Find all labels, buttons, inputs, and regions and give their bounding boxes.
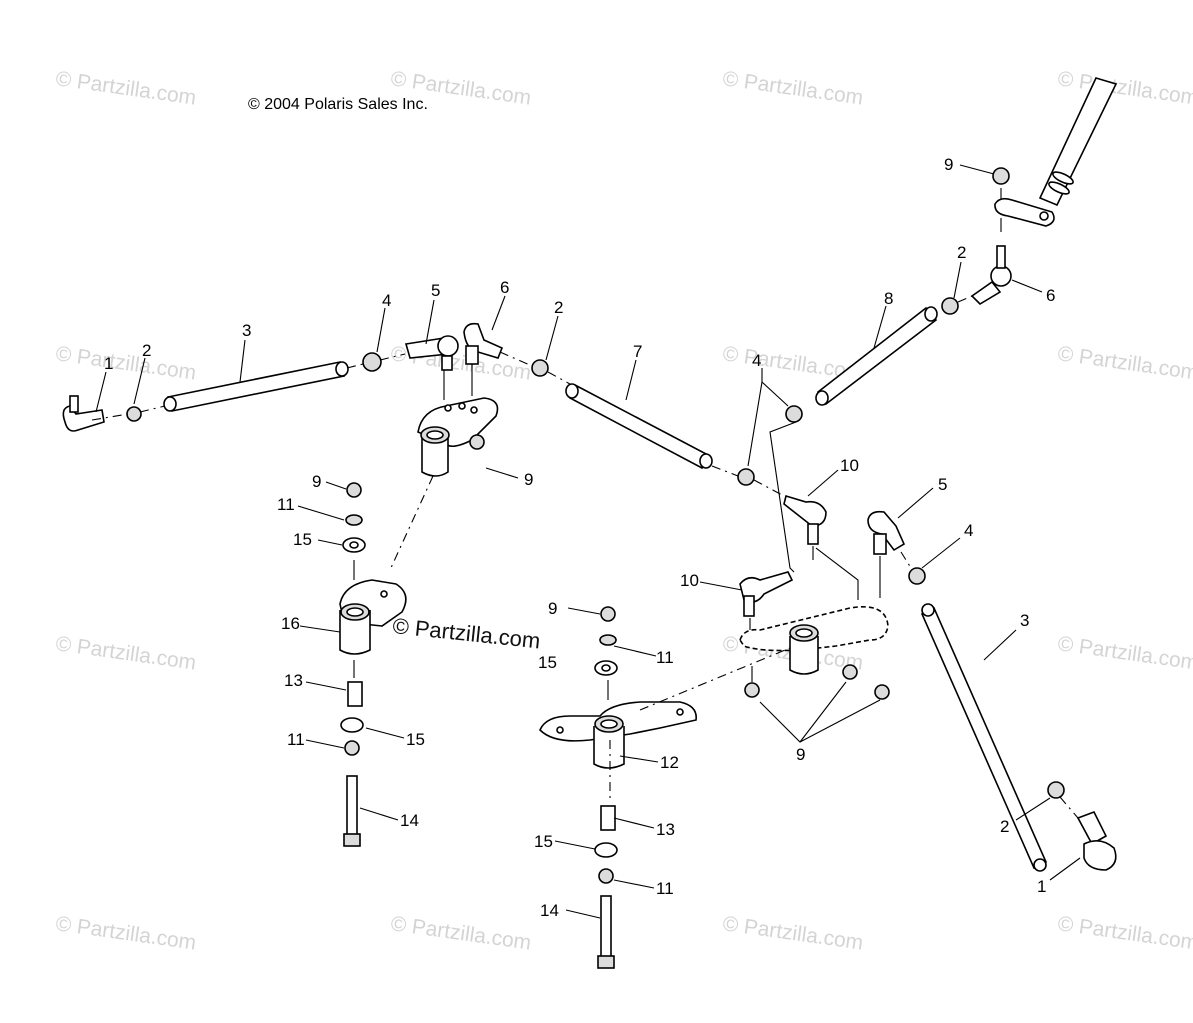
callout-label: 5 xyxy=(938,475,947,494)
watermark: © Partzilla.com xyxy=(721,912,864,954)
callout-label: 2 xyxy=(1000,817,1009,836)
watermark: © Partzilla.com xyxy=(721,67,864,109)
watermark: © Partzilla.com xyxy=(54,342,197,384)
watermark: © Partzilla.com xyxy=(54,632,197,674)
leader-lines xyxy=(95,164,1081,919)
callout-labels: 1 2 3 4 5 6 2 7 4 8 2 6 9 9 9 11 15 16 1… xyxy=(104,155,1055,920)
watermark: © Partzilla.com xyxy=(1056,342,1193,384)
callout-label: 1 xyxy=(1037,877,1046,896)
callout-label: 1 xyxy=(104,354,113,373)
watermark: © Partzilla.com xyxy=(54,67,197,109)
watermark: © Partzilla.com xyxy=(389,912,532,954)
watermark: © Partzilla.com xyxy=(54,912,197,954)
callout-label: 9 xyxy=(548,599,557,618)
right-tie-rod-assembly xyxy=(867,510,1117,872)
center-tie-rod xyxy=(531,359,755,486)
center-watermark: © Partzilla.com xyxy=(391,613,541,653)
callout-label: 13 xyxy=(284,671,303,690)
callout-label: 6 xyxy=(500,278,509,297)
callout-label: 2 xyxy=(957,243,966,262)
callout-label: 8 xyxy=(884,289,893,308)
callout-label: 4 xyxy=(752,351,761,370)
ball-joints xyxy=(739,494,827,617)
callout-label: 14 xyxy=(540,901,559,920)
callout-label: 14 xyxy=(400,811,419,830)
callout-label: 9 xyxy=(796,745,805,764)
left-pivot-stack xyxy=(339,482,407,847)
watermark: © Partzilla.com xyxy=(1056,632,1193,674)
right-upper-tie-rod xyxy=(785,245,1012,423)
copyright-notice: © 2004 Polaris Sales Inc. xyxy=(248,96,428,113)
left-tie-rod-assembly xyxy=(62,322,504,432)
callout-label: 5 xyxy=(431,281,440,300)
callout-label: 3 xyxy=(242,321,251,340)
watermark: © Partzilla.com xyxy=(1056,67,1193,109)
callout-label: 11 xyxy=(287,730,305,749)
right-pivot-plate xyxy=(739,606,890,700)
steering-column xyxy=(992,77,1118,232)
assembly-centerlines xyxy=(91,295,1079,819)
callout-label: 6 xyxy=(1046,286,1055,305)
callout-label: 2 xyxy=(142,341,151,360)
callout-label: 10 xyxy=(680,571,699,590)
callout-label: 10 xyxy=(840,456,859,475)
callout-label: 4 xyxy=(964,521,973,540)
callout-label: 9 xyxy=(312,472,321,491)
callout-label: 11 xyxy=(656,879,674,898)
callout-label: 15 xyxy=(293,530,312,549)
callout-label: 4 xyxy=(382,291,391,310)
callout-label: 7 xyxy=(633,342,642,361)
callout-label: 9 xyxy=(524,470,533,489)
callout-label: 15 xyxy=(406,730,425,749)
left-pivot-arm-upper xyxy=(417,397,499,477)
callout-label: 16 xyxy=(281,614,300,633)
callout-label: 15 xyxy=(538,653,557,672)
callout-label: 13 xyxy=(656,820,675,839)
callout-label: 9 xyxy=(944,155,953,174)
callout-label: 15 xyxy=(534,832,553,851)
callout-label: 11 xyxy=(656,648,674,667)
callout-label: 2 xyxy=(554,298,563,317)
callout-label: 3 xyxy=(1020,611,1029,630)
watermark: © Partzilla.com xyxy=(1056,912,1193,954)
center-pivot-stack xyxy=(539,606,697,969)
callout-label: 12 xyxy=(660,753,679,772)
callout-label: 11 xyxy=(277,495,295,514)
